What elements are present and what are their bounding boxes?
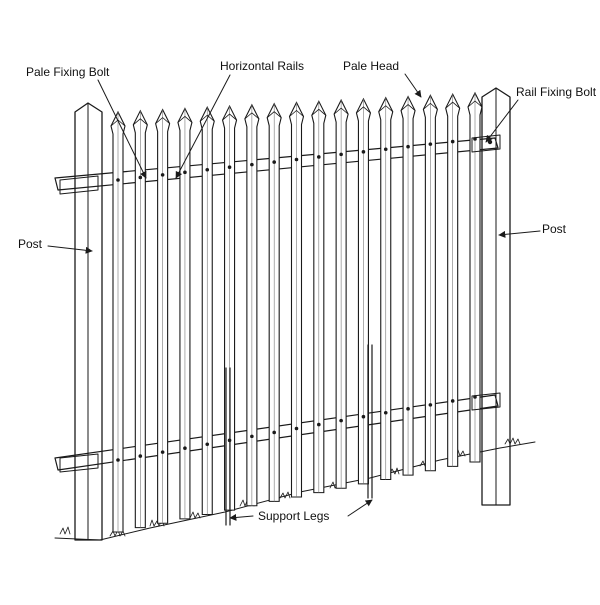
post-left-shape [59, 102, 103, 541]
pale-head [266, 111, 282, 118]
pale-fixing-bolt-bottom [138, 454, 143, 458]
label-support-legs: Support Legs [258, 509, 329, 523]
pale-fixing-bolt-top [339, 152, 343, 157]
pale-fixing-bolt-bottom [317, 422, 321, 427]
pale-fixing-bolt-bottom [339, 418, 343, 423]
rail-bracket-bottom-left [59, 453, 99, 473]
rail-bracket-top-left [59, 175, 99, 195]
pale [266, 102, 282, 502]
pale [288, 101, 305, 498]
pale-fixing-bolt-top [205, 167, 210, 172]
pale-fixing-bolt-top [317, 155, 321, 159]
pale-head [356, 106, 371, 114]
post-right-shape [471, 87, 511, 506]
pale [378, 96, 394, 481]
arrow-horizontal-rails [175, 74, 231, 179]
arrow-support-leg-right [347, 499, 373, 517]
label-horizontal-rails: Horizontal Rails [220, 59, 304, 73]
top-rail [54, 137, 499, 191]
arrow-pale-head [404, 73, 422, 98]
pale [400, 95, 416, 476]
pale-head [311, 108, 327, 116]
rail-bracket-bottom-right [471, 392, 501, 411]
support-legs [225, 344, 373, 526]
pale-fixing-bolt-bottom [450, 399, 455, 403]
arrow-post-left [47, 245, 93, 254]
pale-fixing-bolt-top [116, 178, 120, 182]
pale-fixing-bolt-bottom [116, 458, 120, 462]
pale-head [133, 118, 148, 126]
pale [177, 107, 193, 520]
pale-fixing-bolt-bottom [383, 410, 388, 415]
pale-fixing-bolt-bottom [428, 403, 433, 407]
pale [333, 98, 349, 489]
pale-fixing-bolt-bottom [250, 434, 254, 439]
arrow-post-right [498, 230, 541, 238]
pale-head [222, 113, 237, 121]
pale [244, 103, 260, 507]
pale [355, 97, 372, 485]
label-pale-head: Pale Head [343, 59, 399, 73]
pale-head [289, 109, 304, 117]
pale-head [423, 102, 438, 110]
pale-fixing-bolt-top [428, 142, 433, 146]
pale-head [445, 101, 460, 109]
pale-fixing-bolt-top [294, 157, 299, 162]
pale-fixing-bolt-top [138, 175, 143, 180]
pale-head [467, 100, 483, 108]
rail-fixing-bolt-dot [487, 139, 493, 145]
pale-fixing-bolt-top [227, 165, 232, 169]
pale-fixing-bolt-top [183, 170, 187, 175]
pale [422, 94, 438, 472]
pale [467, 91, 483, 463]
pale-fixing-bolt-top [450, 139, 455, 144]
pale [132, 109, 148, 529]
pale-fixing-bolt-bottom [183, 446, 187, 450]
label-rail-fixing-bolt: Rail Fixing Bolt [516, 85, 597, 99]
pale-fixing-bolt-top [272, 160, 276, 164]
pale-fixing-bolt-top [160, 173, 165, 177]
pale-fixing-bolt-bottom [294, 426, 299, 431]
bottom-rail [54, 394, 499, 471]
pale-head [378, 105, 394, 113]
pale-fixing-bolt-top [406, 144, 410, 149]
pale [199, 106, 215, 516]
arrow-support-leg-left [229, 513, 254, 521]
arrow-pale-fixing-bolt [97, 79, 147, 179]
pale-fixing-bolt-top [361, 150, 366, 154]
pale-head [333, 107, 349, 115]
pale-head [155, 117, 170, 124]
label-pale-fixing-bolt: Pale Fixing Bolt [26, 65, 110, 79]
pale [445, 92, 461, 467]
support-leg-right [367, 344, 373, 499]
leader-arrows [47, 73, 541, 521]
pale-fixing-bolt-bottom [160, 450, 165, 454]
labels: Pale Fixing Bolt Horizontal Rails Pale H… [18, 59, 597, 523]
pale-fixing-bolt-top [250, 162, 254, 167]
pale-head [244, 112, 260, 120]
support-leg-left [225, 367, 231, 526]
pale-fixing-bolt-bottom [406, 407, 410, 411]
pale [155, 108, 171, 524]
pales [110, 91, 483, 533]
horizontal-rails [54, 137, 499, 471]
arrow-rail-fixing-bolt [485, 99, 519, 143]
pale-fixing-bolt-top [383, 147, 388, 152]
pale-head [199, 114, 215, 122]
pale-fixing-bolt-bottom [272, 430, 276, 435]
pale-fixing-bolt-bottom [205, 442, 210, 447]
label-post-right: Post [542, 222, 567, 236]
pale [110, 110, 126, 533]
pale [311, 100, 327, 494]
pale-head [177, 115, 193, 123]
pale-fixing-bolt-bottom [361, 414, 366, 419]
pale-head [400, 104, 416, 111]
label-post-left: Post [18, 237, 43, 251]
